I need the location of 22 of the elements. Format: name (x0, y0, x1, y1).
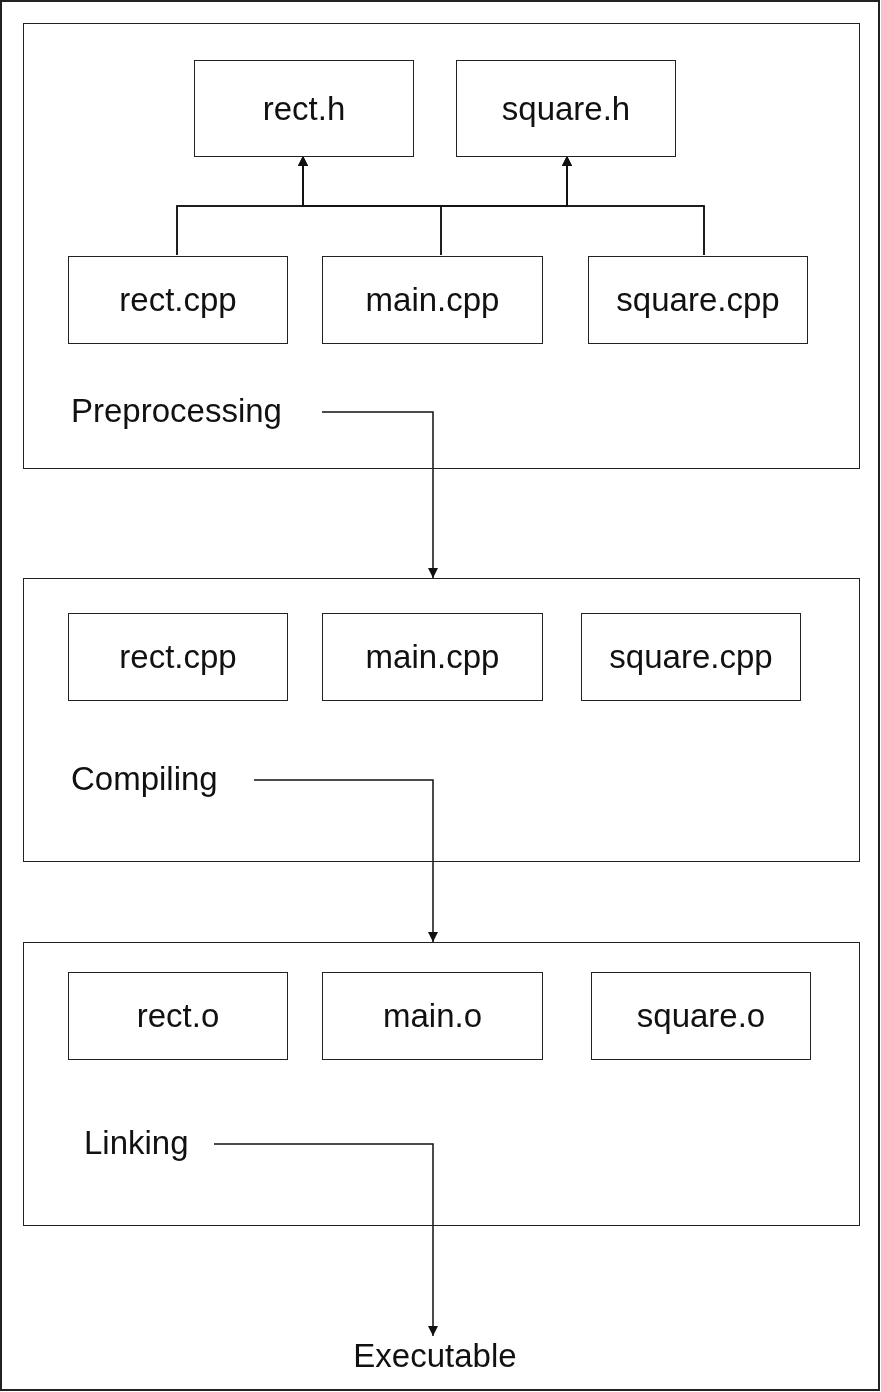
file-box: main.cpp (322, 613, 543, 701)
file-box: square.h (456, 60, 676, 157)
stage-label: Linking (84, 1124, 189, 1162)
file-box: square.o (591, 972, 811, 1060)
arrow (253, 779, 438, 943)
file-box: rect.cpp (68, 256, 288, 344)
stage-label: Preprocessing (71, 392, 282, 430)
file-box: main.o (322, 972, 543, 1060)
arrow (321, 411, 438, 579)
stage-panel (23, 23, 860, 469)
stage-panel (23, 942, 860, 1226)
file-box: rect.h (194, 60, 414, 157)
arrow (213, 1143, 438, 1337)
file-box: square.cpp (588, 256, 808, 344)
output-label: Executable (353, 1337, 517, 1375)
stage-label: Compiling (71, 760, 218, 798)
file-box: main.cpp (322, 256, 543, 344)
stage-panel (23, 578, 860, 862)
file-box: rect.cpp (68, 613, 288, 701)
arrow (562, 155, 705, 256)
file-box: square.cpp (581, 613, 801, 701)
file-box: rect.o (68, 972, 288, 1060)
